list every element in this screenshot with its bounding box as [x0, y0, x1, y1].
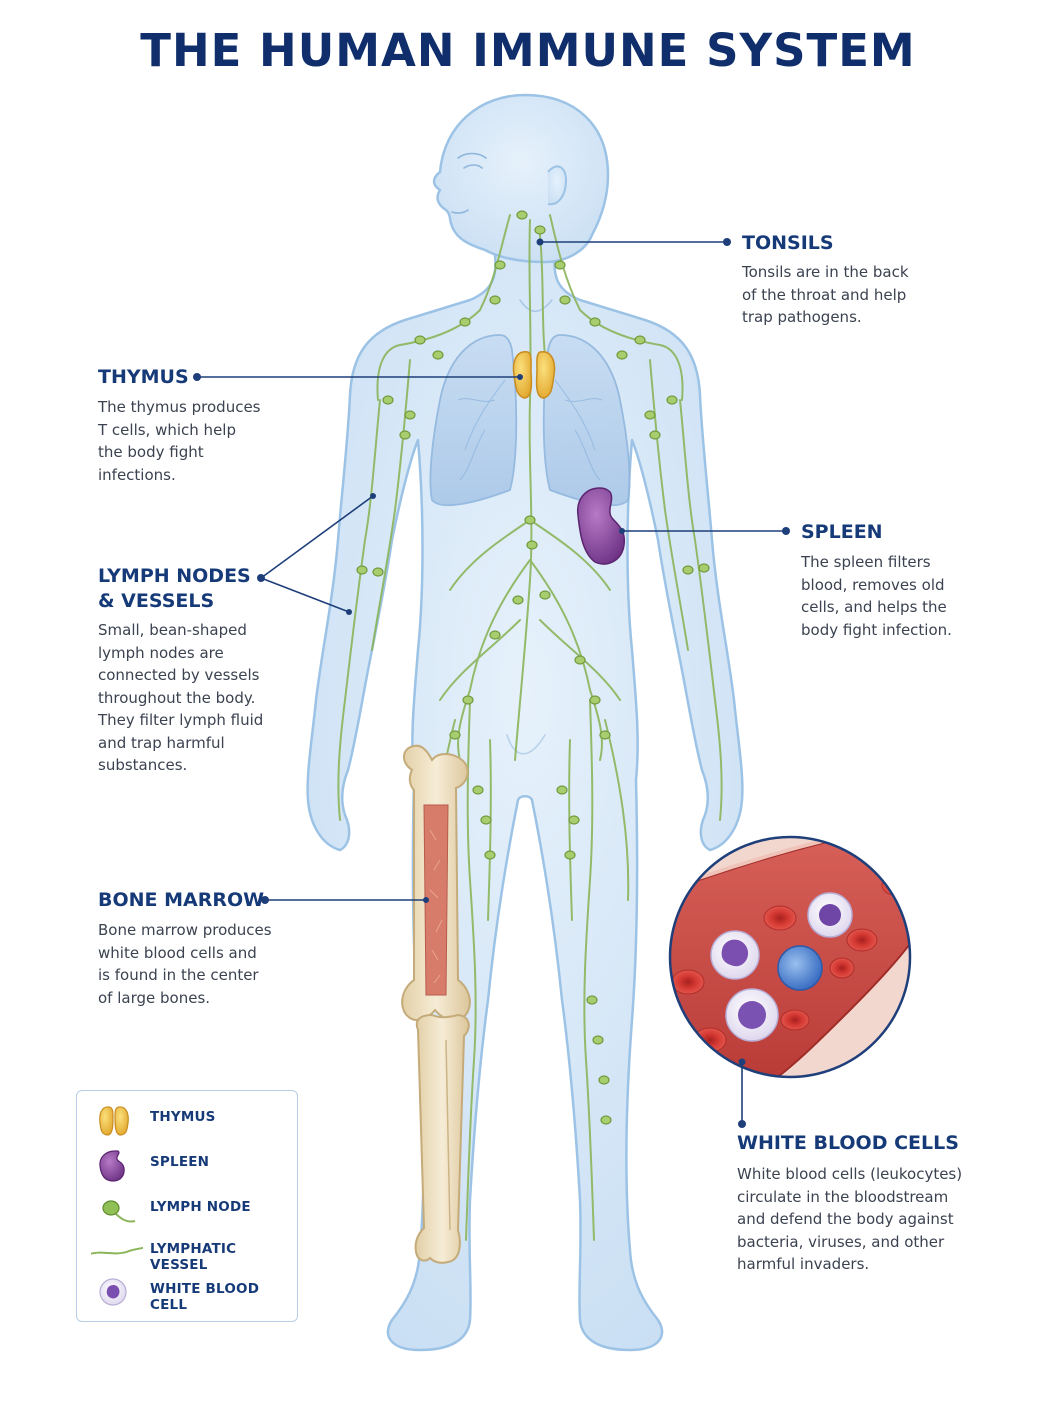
lymph-description: Small, bean-shaped lymph nodes are conne… [98, 621, 264, 774]
lymph-label-line1: LYMPH NODES [98, 565, 251, 587]
thymus-organ [512, 351, 556, 399]
white-blood-cells-label: WHITE BLOOD CELLS [737, 1132, 959, 1154]
bone-marrow-description: Bone marrow produces white blood cells a… [98, 921, 272, 1007]
thymus-description: The thymus produces T cells, which help … [98, 398, 261, 484]
legend-item-lymphatic-vessel: LYMPHATIC VESSEL [77, 1231, 297, 1273]
legend-label-lymph-node: LYMPH NODE [150, 1199, 251, 1215]
page-title: THE HUMAN IMMUNE SYSTEM [140, 24, 916, 77]
thymus-label: THYMUS [98, 366, 189, 388]
leader-lines [197, 241, 786, 1124]
spleen-label: SPLEEN [801, 521, 883, 543]
leader-dots [193, 238, 790, 1128]
spleen-icon [99, 1150, 125, 1182]
legend-item-thymus: THYMUS [77, 1099, 297, 1139]
legend-label-white-blood-cell: WHITE BLOOD CELL [150, 1281, 260, 1313]
thymus-icon [99, 1106, 129, 1136]
spleen-organ [577, 487, 626, 565]
white-blood-cell-icon [99, 1278, 127, 1306]
lymph-node-icon [102, 1200, 136, 1223]
spleen-description: The spleen filters blood, removes old ce… [801, 553, 952, 639]
blood-vessel-inset [668, 835, 912, 1079]
face-details [451, 152, 553, 755]
legend-item-lymph-node: LYMPH NODE [77, 1189, 297, 1229]
legend-label-lymphatic-vessel: LYMPHATIC VESSEL [150, 1241, 237, 1273]
legend-item-spleen: SPLEEN [77, 1144, 297, 1184]
legend-label-thymus: THYMUS [150, 1109, 216, 1125]
white-blood-cells-cluster [710, 892, 853, 1042]
lymph-label-line2: & VESSELS [98, 590, 215, 612]
legend-item-white-blood-cell: WHITE BLOOD CELL [77, 1271, 297, 1313]
tonsils-description: Tonsils are in the back of the throat an… [742, 263, 909, 326]
body-silhouette [306, 93, 744, 1352]
legend-label-spleen: SPLEEN [150, 1154, 210, 1170]
lymph-nodes [356, 210, 710, 1125]
femur-bone [401, 744, 471, 1264]
white-blood-cells-description: White blood cells (leukocytes) circulate… [737, 1165, 963, 1273]
lung-bronchi [457, 379, 603, 481]
legend: THYMUS SPLEEN LYMPH NODE LYMPHATIC VESSE… [76, 1090, 298, 1322]
bone-marrow-label: BONE MARROW [98, 889, 265, 911]
tonsils-label: TONSILS [742, 232, 834, 254]
lymphatic-vessel-icon [91, 1246, 143, 1255]
